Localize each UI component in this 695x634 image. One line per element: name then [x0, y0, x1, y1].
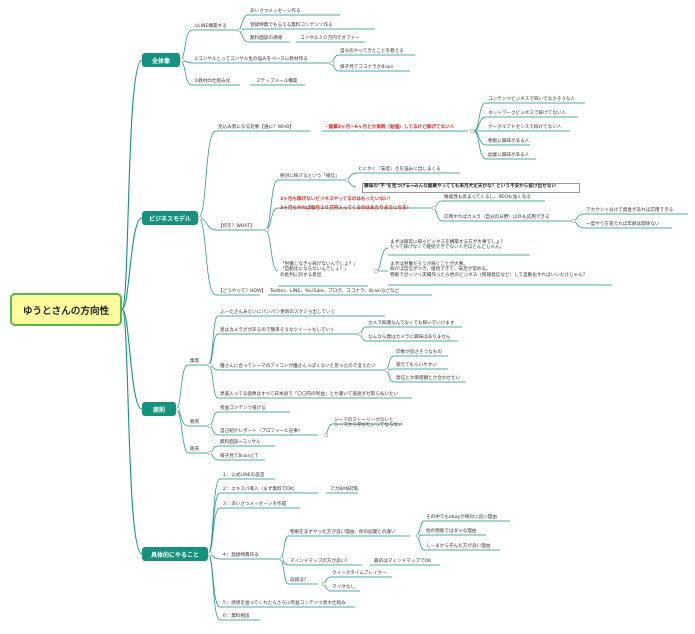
- node-sales[interactable]: 販売: [190, 447, 200, 452]
- node-a4-rec2[interactable]: マイクなし: [332, 585, 355, 590]
- node-target-question[interactable]: 見込み客になる対象【誰に？WHO】: [218, 125, 294, 130]
- node-line-benefit[interactable]: ①LINE構築する: [194, 24, 227, 29]
- node-anyone[interactable]: とにかく『安定』さを強みに出しまくる: [358, 167, 441, 172]
- node-c2[interactable]: 基はカメラグがあるので簡単そうなツイートもしていく: [220, 328, 335, 333]
- node-how[interactable]: 【どうやって？HOW】: [218, 289, 267, 294]
- node-pair[interactable]: 一度やり方覚えれば年齢は関係ない: [586, 222, 660, 227]
- node-a4-q3[interactable]: しーまから学んだ方が良い理由: [426, 544, 491, 549]
- node-s2[interactable]: 様子見てBrainとT: [220, 454, 258, 459]
- node-a6[interactable]: ６：無料相談: [222, 614, 250, 619]
- node-c3c[interactable]: 発信とか価値観とか合わせたい: [396, 376, 461, 381]
- node-a2a[interactable]: アカBAN対策: [330, 487, 359, 492]
- node-target-answer[interactable]: ・副業3ヶ月〜6ヶ月とか実践（勉強）してるけど稼げてない人: [324, 125, 455, 130]
- node-how-channels[interactable]: Twitter、LINE、YouTube、ブログ、ココナラ、Brainなどなど: [270, 289, 400, 294]
- node-teach-done[interactable]: 自分のやってきたことを教える: [340, 49, 404, 54]
- node-c1[interactable]: ふーたさんみたいにバンバン更新のスクショ出していく: [220, 310, 336, 315]
- node-free-audio[interactable]: 無料面談の誘導: [250, 36, 283, 41]
- node-c2b[interactable]: なんなら僕はカメラに興味はありません: [368, 335, 451, 340]
- node-greeting-msg[interactable]: あいさつメッセージ作る: [250, 9, 301, 14]
- branch-actions[interactable]: 具体的にやること: [142, 547, 208, 561]
- node-a4-q2[interactable]: 他の物販ではダメな理由: [426, 529, 477, 534]
- node-a4[interactable]: ４：登録特典作る: [222, 553, 259, 558]
- node-red-1[interactable]: 3ヶ月も稼げないビジネスやってるのはもったいない！: [280, 197, 394, 202]
- node-register-gift[interactable]: 登録特典でもらえる無料コンテンツ作る: [250, 23, 333, 28]
- node-a4-q[interactable]: 物販をまずやった方が良い理由、他の副業との違い: [290, 530, 396, 535]
- node-a4-q1[interactable]: その中でもebayが絶対に良い理由: [426, 515, 497, 520]
- node-a2[interactable]: ２：エキスパ導入（まず無料でOK）: [222, 487, 298, 492]
- branch-business-model[interactable]: ビジネスモデル: [142, 211, 198, 225]
- node-collect[interactable]: 集客: [190, 359, 200, 364]
- branch-principle[interactable]: 原則: [142, 402, 176, 416]
- node-target-5[interactable]: 副業に興味がある人: [488, 153, 530, 158]
- node-sure-earn[interactable]: 絶対に稼げるという「確信」: [280, 174, 340, 179]
- node-target-3[interactable]: グーグルアドセンスで稼げてない人: [488, 125, 562, 130]
- node-camera[interactable]: 応用すればカメラ（自分の分野）以外も応用できる: [444, 215, 550, 220]
- node-c4[interactable]: 黒謡入ってる画像はすべて日本語で「〇〇円の利益」とか書いて英語グゼ取ら払いたい: [220, 392, 399, 397]
- node-q2[interactable]: まずは労働だろうが稼ぐことが大事。 稼げば自信がつき、継続できて、安定が望める。…: [390, 262, 588, 278]
- node-a5[interactable]: ５：感想を送ってくれたらさらに有益コンテンツ渡す仕組み: [222, 601, 346, 606]
- node-e2[interactable]: 自己紹介レポート（プロフィール記事）: [220, 429, 303, 434]
- node-c3[interactable]: 優さんに合ってシーマのアイコンが優さんっぽくないと思ったので変えたい: [220, 364, 376, 369]
- node-a4-rec[interactable]: 収録は？: [290, 578, 309, 583]
- node-oversea-frame: [362, 183, 580, 193]
- node-target-4[interactable]: 物販に興味がある人: [488, 139, 530, 144]
- node-consult-base[interactable]: ②コンサルとってコンサル生の悩みをベースに教材作る: [194, 57, 308, 62]
- node-a4-mind-a[interactable]: 最初はマインドマップでOK: [374, 559, 432, 564]
- root-node[interactable]: ゆうとさんの方向性: [10, 293, 122, 326]
- node-joshi-brain[interactable]: 様子見てココナラかBrain: [340, 65, 394, 70]
- node-target-2[interactable]: ネットワークビジネスで稼げてない人: [488, 111, 567, 116]
- node-acct[interactable]: アカウント分けて資金があれば応用できる: [586, 208, 674, 213]
- node-red-2[interactable]: 3ヶ月もやれば毎月２０万円入ってくるのはあたりまえになる！: [280, 206, 412, 211]
- node-e1[interactable]: 有益コンテンツ投げる: [220, 406, 266, 411]
- node-target-1[interactable]: コンテンツビジネスで稼いでなさそうな人: [488, 97, 576, 102]
- branch-overview[interactable]: 全体像: [142, 53, 180, 67]
- node-s1[interactable]: 無料面談→コンサル: [220, 440, 261, 445]
- node-objection[interactable]: 「労働しなきゃ稼げないんでしょ？」 「自動化にならないんでしょ？」 の批判に対す…: [280, 262, 358, 278]
- node-step-mail[interactable]: ステップメール構築: [256, 79, 298, 84]
- node-what[interactable]: 【何を？WHAT】: [218, 224, 255, 229]
- node-c3a[interactable]: 印象が良さそうなもの: [396, 350, 442, 355]
- node-c2a[interactable]: カメラ知識なんてなくても稼いでいけます: [368, 321, 455, 326]
- node-oversea[interactable]: 趣味の"不"を見つける→みんな副業やってても来月大丈夫かな？という不安から抜け出…: [364, 184, 556, 189]
- node-seo[interactable]: 権威性も高まってくるし、SEOも強くなる: [444, 195, 531, 200]
- collapse-toggles: [175, 27, 577, 587]
- node-a4-mind[interactable]: マインドマップの方が良い？: [290, 559, 350, 564]
- node-q1[interactable]: まずは確実に稼ぐビジネスを構築する方が大事でしょ？ だって稼げなくて継続できてな…: [390, 240, 505, 251]
- node-consult-30k[interactable]: コンサル３０万円でオファー: [300, 36, 360, 41]
- node-e2a[interactable]: シーマのストーリーがないと シーマから学びたいってならない: [334, 418, 403, 429]
- node-material-mech[interactable]: ③教材の仕組み化: [194, 79, 231, 84]
- node-a4-rec1[interactable]: クイックタイムプレイヤー: [332, 571, 387, 576]
- node-a3[interactable]: ３：あいさつメッセージを作成: [222, 502, 287, 507]
- node-education[interactable]: 教育: [190, 420, 200, 425]
- node-c3b[interactable]: 覚えてもらいやすい: [396, 363, 437, 368]
- node-a1[interactable]: １：公式LINEの設定: [222, 473, 265, 478]
